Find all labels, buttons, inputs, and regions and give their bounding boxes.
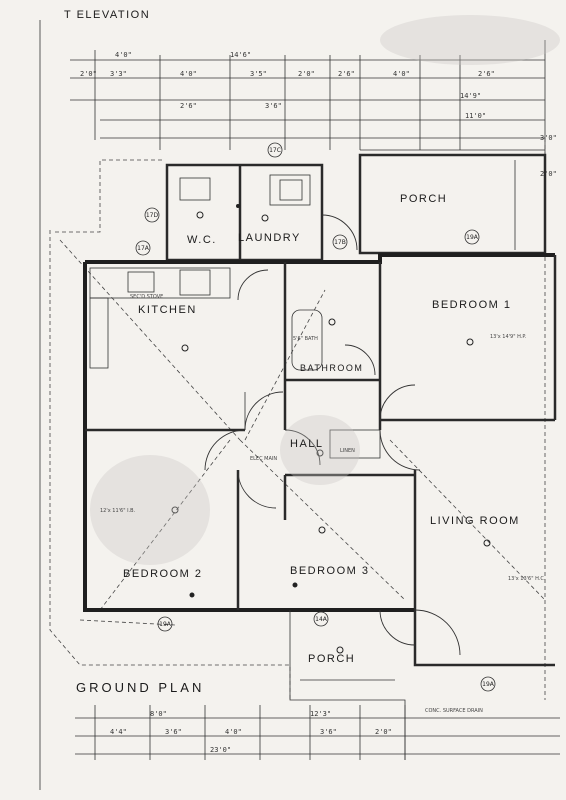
tag-17a: 17A xyxy=(135,240,151,256)
dim-top-2e: 2'0" xyxy=(298,70,315,78)
tag-19a-bottom: 19A xyxy=(480,676,496,692)
dim-bottom-1b: 12'3" xyxy=(310,710,331,718)
note-linen: LINEN xyxy=(340,448,355,454)
dim-top-3b: 3'6" xyxy=(265,102,282,110)
room-label-bathroom: BATHROOM xyxy=(300,363,363,373)
dim-top-3c: 14'9" xyxy=(460,92,481,100)
dim-right-2: 3'0" xyxy=(540,134,557,142)
tag-17c: 17C xyxy=(267,142,283,158)
dim-bottom-2b: 3'6" xyxy=(165,728,182,736)
room-label-hall: HALL xyxy=(290,438,324,450)
dim-top-2d: 3'5" xyxy=(250,70,267,78)
dim-bottom-2e: 2'0" xyxy=(375,728,392,736)
svg-text:14A: 14A xyxy=(315,616,328,623)
room-label-bedroom-3: BEDROOM 3 xyxy=(290,565,370,577)
svg-text:19A: 19A xyxy=(466,234,479,241)
note-bath: 5'6" BATH xyxy=(293,336,318,342)
dim-top-1b: 14'6" xyxy=(230,51,251,59)
dim-bottom-2a: 4'4" xyxy=(110,728,127,736)
note-bed2-dims: 12'x 11'6" I.B. xyxy=(100,508,136,514)
note-bed1-dims: 13'x 14'9" H.P. xyxy=(490,334,527,340)
tag-17d: 17D xyxy=(144,207,160,223)
room-label-bedroom-1: BEDROOM 1 xyxy=(432,299,512,311)
dim-right-1: 2'0" xyxy=(540,170,557,178)
svg-text:17B: 17B xyxy=(334,239,346,246)
light-fixtures xyxy=(171,204,491,654)
note-concrete: CONC. SURFACE DRAIN xyxy=(425,708,483,714)
room-label-laundry: LAUNDRY xyxy=(238,232,301,244)
room-label-kitchen: KITCHEN xyxy=(138,304,197,316)
outer-walls xyxy=(83,253,557,667)
svg-text:17D: 17D xyxy=(146,212,159,219)
note-kitchen-cabinet: SEC'D STOVE xyxy=(130,294,163,300)
svg-text:19A: 19A xyxy=(159,621,172,628)
dim-top-2f: 2'6" xyxy=(338,70,355,78)
dim-bottom-2d: 3'6" xyxy=(320,728,337,736)
dim-top-2a: 2'0" xyxy=(80,70,97,78)
dim-top-4a: 11'0" xyxy=(465,112,486,120)
room-label-porch-bottom: PORCH xyxy=(308,653,355,665)
door-swings xyxy=(204,269,461,656)
dim-top-2c: 4'0" xyxy=(180,70,197,78)
room-label-living-room: LIVING ROOM xyxy=(430,515,520,527)
svg-text:19A: 19A xyxy=(482,681,495,688)
dim-top-2h: 2'6" xyxy=(478,70,495,78)
tag-14a: 14A xyxy=(313,611,329,627)
dim-top-1a: 4'0" xyxy=(115,51,132,59)
dim-bottom-2c: 4'0" xyxy=(225,728,242,736)
room-label-wc: W.C. xyxy=(187,234,217,246)
svg-text:17C: 17C xyxy=(269,147,281,154)
dim-top-2g: 4'0" xyxy=(393,70,410,78)
dim-bottom-3a: 23'0" xyxy=(210,746,231,754)
porch-top-structure xyxy=(358,149,547,255)
tag-17b: 17B xyxy=(332,234,348,250)
plan-title: GROUND PLAN xyxy=(76,680,204,695)
top-dimension-lines xyxy=(70,40,546,160)
note-hall-elec: ELEC MAIN xyxy=(250,456,277,462)
dim-top-3a: 2'6" xyxy=(180,102,197,110)
tag-19a-left: 19A xyxy=(157,616,173,632)
elevation-label: T ELEVATION xyxy=(64,9,150,21)
photocopy-shading xyxy=(90,15,560,565)
dim-top-2b: 3'3" xyxy=(110,70,127,78)
room-label-porch-top: PORCH xyxy=(400,193,447,205)
svg-text:17A: 17A xyxy=(137,245,150,252)
room-label-bedroom-2: BEDROOM 2 xyxy=(123,568,203,580)
note-living-dims: 13'x 13'6" H.C. xyxy=(508,576,546,582)
interior-walls xyxy=(85,262,555,610)
tag-19a-top: 19A xyxy=(464,229,480,245)
porch-bottom-structure xyxy=(289,610,406,760)
dim-bottom-1a: 8'0" xyxy=(150,710,167,718)
